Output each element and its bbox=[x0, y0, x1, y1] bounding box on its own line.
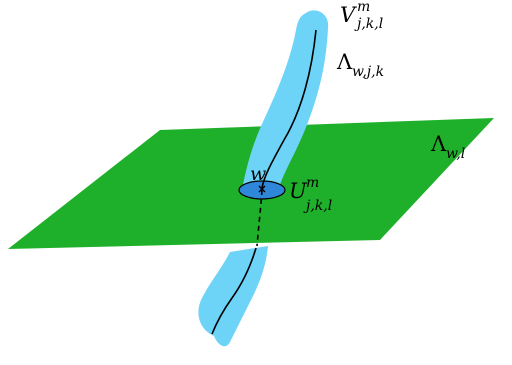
label-lambda-plane: Λ w,l bbox=[430, 132, 465, 162]
label-lambda-tube: Λ w,j,k bbox=[336, 50, 384, 80]
svg-text:m: m bbox=[306, 175, 319, 191]
svg-text:j,k,l: j,k,l bbox=[354, 16, 383, 32]
point-w-marker bbox=[258, 185, 266, 193]
svg-text:Λ: Λ bbox=[430, 132, 447, 156]
svg-text:w,l: w,l bbox=[446, 146, 465, 162]
svg-text:j,k,l: j,k,l bbox=[303, 198, 332, 214]
label-v-tube: V m j,k,l bbox=[340, 0, 383, 32]
manifold-curve-upper bbox=[261, 29, 317, 189]
svg-text:Λ: Λ bbox=[336, 50, 353, 74]
label-w: w bbox=[250, 163, 266, 185]
tube-neighborhood-upper bbox=[242, 10, 329, 190]
label-u-disk: U m j,k,l bbox=[289, 175, 332, 214]
svg-text:m: m bbox=[357, 0, 370, 15]
manifold-curve-hidden bbox=[256, 189, 263, 247]
svg-text:U: U bbox=[289, 179, 308, 203]
svg-text:w,j,k: w,j,k bbox=[352, 64, 384, 80]
manifold-curve-lower bbox=[211, 247, 257, 335]
svg-text:V: V bbox=[340, 3, 357, 27]
